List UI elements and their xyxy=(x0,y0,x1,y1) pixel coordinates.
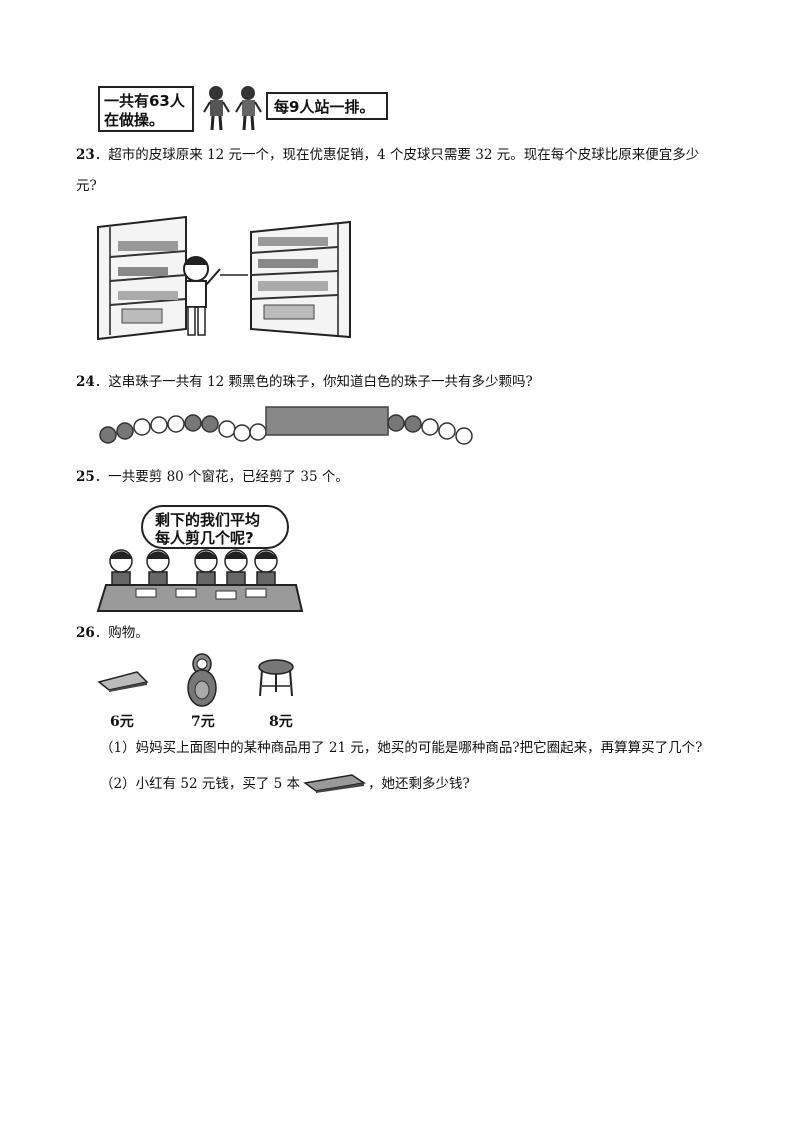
q25-line: 25．一共要剪 80 个窗花，已经剪了 35 个。 xyxy=(76,467,349,487)
speech-bubble-q25: 剩下的我们平均 每人剪几个呢? xyxy=(141,505,289,549)
kid-figure-right xyxy=(235,86,262,131)
matryoshka-doll-icon xyxy=(187,653,217,707)
bubble-left-line2: 在做操。 xyxy=(104,111,165,129)
q23-line1: 23．超市的皮球原来 12 元一个，现在优惠促销，4 个皮球只需要 32 元。现… xyxy=(76,145,699,165)
bubble-q25-line2: 每人剪几个呢? xyxy=(155,529,254,547)
bubble-left-line1: 一共有63人 xyxy=(104,92,185,110)
notebook-inline-icon xyxy=(303,773,367,793)
stool-icon xyxy=(258,659,294,697)
q26-sub2: （2）小红有 52 元钱，买了 5 本 ，她还剩多少钱? xyxy=(100,773,470,795)
q23-number: 23 xyxy=(76,147,95,163)
q26-number: 26 xyxy=(76,625,95,641)
q25-text: ．一共要剪 80 个窗花，已经剪了 35 个。 xyxy=(94,469,349,485)
q23-text-line1: ．超市的皮球原来 12 元一个，现在优惠促销，4 个皮球只需要 32 元。现在每… xyxy=(94,147,700,163)
q26-line: 26．购物。 xyxy=(76,623,149,643)
q23-text-line2: 元? xyxy=(76,178,97,194)
bubble-q25-line1: 剩下的我们平均 xyxy=(155,511,261,529)
children-cutting-illustration xyxy=(96,549,304,612)
q26-sub2-part1: （2）小红有 52 元钱，买了 5 本 xyxy=(100,776,301,792)
q24-line: 24．这串珠子一共有 12 颗黑色的珠子，你知道白色的珠子一共有多少颗吗? xyxy=(76,372,533,392)
price-doll: 7元 xyxy=(191,714,215,730)
bubble-right-text: 每9人站一排。 xyxy=(274,98,375,116)
q26-sub1: （1）妈妈买上面图中的某种商品用了 21 元，她买的可能是哪种商品?把它圈起来，… xyxy=(100,740,703,756)
price-stool: 8元 xyxy=(269,714,293,730)
q26-sub2-part2: ，她还剩多少钱? xyxy=(368,776,470,792)
supermarket-illustration xyxy=(97,215,351,341)
price-notebook: 6元 xyxy=(110,714,134,730)
q24-number: 24 xyxy=(76,374,95,390)
q24-text: ．这串珠子一共有 12 颗黑色的珠子，你知道白色的珠子一共有多少颗吗? xyxy=(94,374,533,390)
q25-number: 25 xyxy=(76,469,95,485)
bead-string-illustration xyxy=(99,406,473,445)
notebook-icon xyxy=(97,671,149,692)
q26-text: ．购物。 xyxy=(94,625,149,641)
speech-bubble-right: 每9人站一排。 xyxy=(266,92,388,120)
kid-figure-left xyxy=(203,86,230,131)
speech-bubble-left: 一共有63人 在做操。 xyxy=(98,86,194,132)
